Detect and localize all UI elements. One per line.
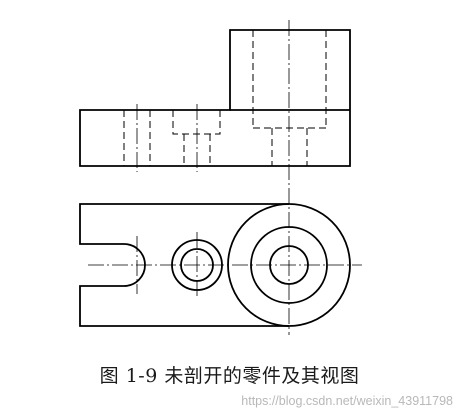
front-view: [79, 20, 351, 335]
watermark-text: https://blog.csdn.net/weixin_43911798: [241, 394, 453, 408]
figure-caption: 图 1-9 未剖开的零件及其视图: [99, 365, 360, 387]
hidden-counterbore: [172, 110, 221, 135]
front-view-outline: [79, 29, 351, 167]
top-view: [79, 203, 362, 327]
